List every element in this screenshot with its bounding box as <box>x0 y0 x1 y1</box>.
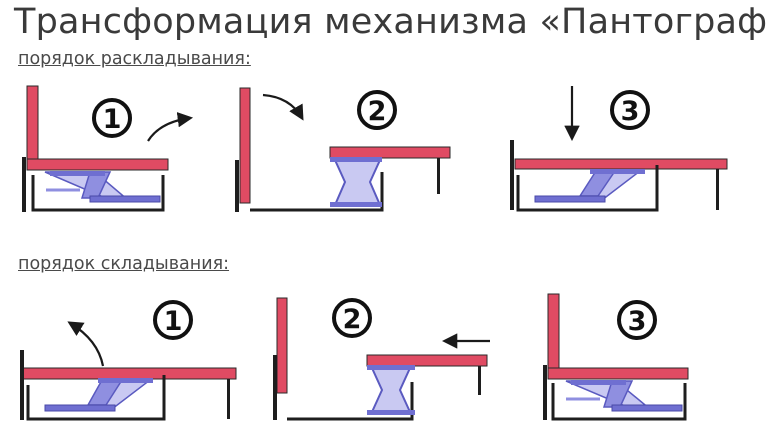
backrest <box>26 85 39 171</box>
base-frame <box>551 383 687 421</box>
svg-text:3: 3 <box>628 306 647 337</box>
backrest <box>547 293 560 380</box>
pantograph-mechanism <box>367 365 415 415</box>
unfold-step-2-sofa <box>235 87 451 212</box>
leg <box>227 379 230 419</box>
side-frame <box>20 350 24 420</box>
step-number-1: 1 <box>153 300 193 340</box>
backrest <box>276 297 288 394</box>
base-frame <box>287 382 414 421</box>
unfold-step-3-sofa <box>510 140 728 212</box>
side-frame <box>543 365 547 420</box>
base-frame <box>26 375 166 421</box>
pantograph-mechanism <box>534 169 645 203</box>
step-number-3: 3 <box>610 90 650 130</box>
svg-text:2: 2 <box>368 96 387 127</box>
seat <box>366 354 488 367</box>
side-frame <box>510 140 514 210</box>
unfold-step-1-sofa <box>22 85 169 212</box>
step-number-1: 1 <box>92 98 132 138</box>
side-frame <box>273 355 277 420</box>
unfold-order-label: порядок раскладывания: <box>18 49 251 69</box>
page-title: Трансформация механизма «Пантограф» <box>14 2 770 42</box>
pantograph-mechanism <box>44 378 153 412</box>
svg-text:3: 3 <box>621 96 640 127</box>
pantograph-mechanism <box>565 380 683 412</box>
fold-step-2-sofa <box>273 297 488 421</box>
pantograph-mechanism <box>330 157 382 207</box>
svg-text:2: 2 <box>343 304 362 335</box>
arrow-icon <box>147 111 194 142</box>
side-frame <box>235 160 239 212</box>
arrow-icon <box>67 321 105 367</box>
step-number-3: 3 <box>617 300 657 340</box>
step-number-2: 2 <box>332 298 372 338</box>
side-frame <box>22 157 26 212</box>
base-frame <box>250 172 384 212</box>
seat <box>26 158 169 171</box>
backrest <box>239 87 251 204</box>
base-frame <box>31 175 165 212</box>
svg-text:1: 1 <box>103 104 122 135</box>
leg <box>437 158 440 194</box>
pantograph-mechanism <box>44 171 161 203</box>
seat <box>21 367 237 380</box>
step-number-2: 2 <box>357 90 397 130</box>
arrow-icon <box>262 93 304 121</box>
fold-step-3-sofa <box>543 293 689 421</box>
seat <box>514 158 728 170</box>
leg <box>478 366 481 395</box>
leg <box>716 169 719 210</box>
seat <box>329 146 451 159</box>
fold-order-label: порядок складывания: <box>18 254 230 274</box>
base-frame <box>516 165 659 212</box>
fold-step-1-sofa <box>20 350 237 421</box>
svg-text:1: 1 <box>164 306 183 337</box>
seat <box>547 367 689 380</box>
